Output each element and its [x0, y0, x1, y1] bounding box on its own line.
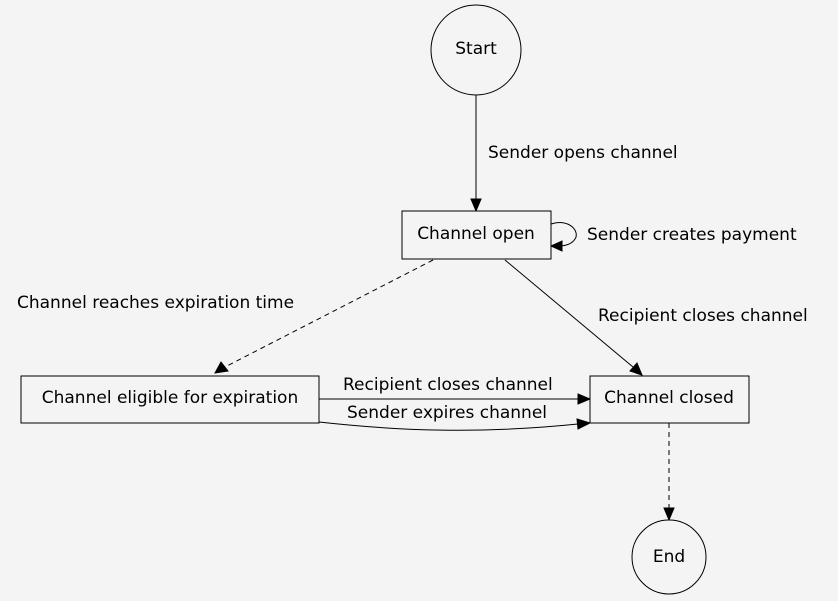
- edge-sender-creates-payment: Sender creates payment: [549, 222, 797, 252]
- edge-label-sender-opens-channel: Sender opens channel: [488, 143, 678, 163]
- node-channel-eligible-box: [20, 375, 320, 424]
- node-channel-open-label: Channel open: [417, 224, 535, 244]
- arrowhead: [214, 361, 229, 374]
- edge-label-recipient-closes-from-open: Recipient closes channel: [598, 306, 808, 326]
- edge-label-sender-creates-payment: Sender creates payment: [587, 225, 797, 245]
- edge-recipient-closes-from-open: Recipient closes channel: [504, 259, 808, 376]
- edge-channel-reaches-expiration: Channel reaches expiration time: [17, 259, 434, 374]
- edge-sender-expires-channel: Sender expires channel: [318, 403, 592, 431]
- node-channel-open: Channel open: [401, 210, 552, 260]
- edge-line: [504, 259, 634, 368]
- node-end-label: End: [653, 547, 685, 567]
- node-channel-closed-box: [589, 375, 750, 424]
- arrowhead: [629, 362, 643, 376]
- arrowhead: [577, 393, 592, 405]
- arrowhead: [470, 198, 482, 213]
- node-channel-closed: Channel closed: [589, 375, 750, 424]
- edge-line: [318, 421, 579, 431]
- arrowhead: [549, 240, 563, 252]
- node-channel-eligible-label: Channel eligible for expiration: [42, 388, 298, 408]
- edge-closed-to-end: [663, 423, 675, 522]
- node-end-circle: [631, 519, 707, 595]
- edge-line: [224, 259, 434, 368]
- node-start-label: Start: [455, 39, 497, 59]
- node-channel-closed-label: Channel closed: [604, 388, 734, 408]
- edge-label-channel-reaches-expiration: Channel reaches expiration time: [17, 293, 294, 313]
- node-end: End: [631, 519, 707, 595]
- edge-recipient-closes-from-eligible: Recipient closes channel: [319, 375, 592, 405]
- edge-label-recipient-closes-from-eligible: Recipient closes channel: [343, 375, 553, 395]
- node-start: Start: [430, 4, 522, 96]
- edge-line: [550, 222, 577, 247]
- node-channel-open-box: [401, 210, 552, 260]
- arrowhead: [663, 507, 675, 522]
- node-start-circle: [430, 4, 522, 96]
- edge-label-sender-expires-channel: Sender expires channel: [347, 403, 547, 423]
- edge-sender-opens-channel: Sender opens channel: [470, 95, 678, 213]
- arrowhead: [576, 418, 592, 430]
- node-channel-eligible: Channel eligible for expiration: [20, 375, 320, 424]
